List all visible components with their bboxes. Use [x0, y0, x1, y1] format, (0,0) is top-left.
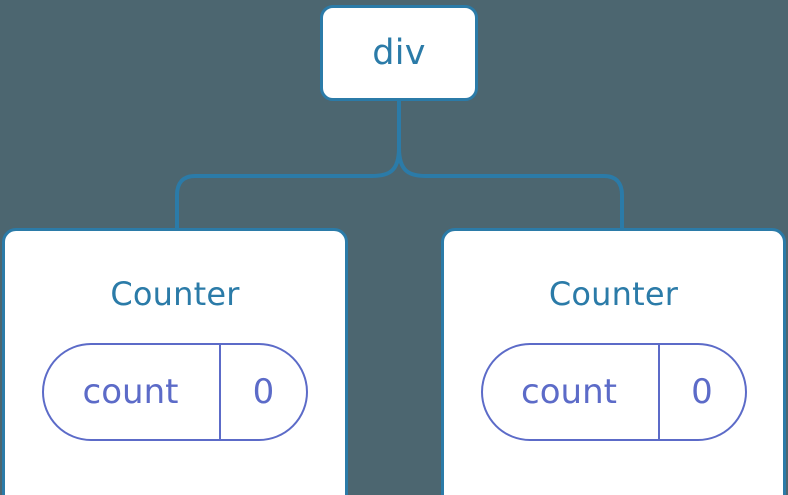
node-div-label: div	[372, 32, 426, 73]
node-counter-left-label: Counter	[110, 275, 240, 313]
state-pill-left[interactable]: count 0	[42, 343, 308, 441]
connector-to-left-child	[175, 99, 401, 234]
node-counter-right[interactable]: Counter count 0	[441, 228, 786, 495]
state-key-left: count	[44, 345, 221, 439]
node-div[interactable]: div	[320, 5, 478, 101]
node-counter-right-label: Counter	[548, 275, 679, 313]
connector-to-right-child	[397, 99, 624, 234]
state-key-right: count	[483, 345, 660, 439]
state-value-left: 0	[252, 372, 275, 412]
state-value-right: 0	[691, 372, 713, 412]
node-counter-left[interactable]: Counter count 0	[2, 228, 348, 495]
state-pill-right[interactable]: count 0	[480, 343, 747, 441]
